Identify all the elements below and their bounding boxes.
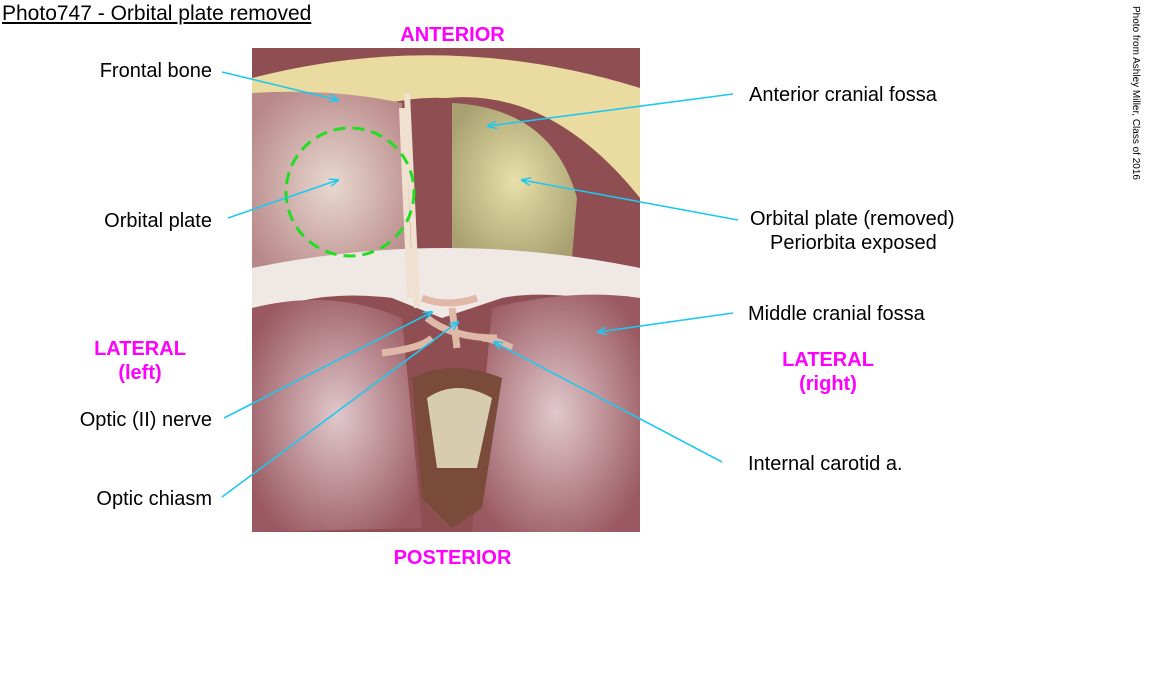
figure-title: Photo747 - Orbital plate removed [2,2,312,25]
photo-credit: Photo from Ashley Miller, Class of 2016 [1130,6,1141,180]
arrow-anterior-cranial-fossa [488,93,734,126]
label-internal-carotid: Internal carotid a. [748,453,903,475]
label-optic-chiasm: Optic chiasm [96,488,212,510]
label-orbital-plate: Orbital plate [104,210,212,232]
label-orbital-plate-removed: Orbital plate (removed) [750,208,955,230]
arrow-middle-cranial-fossa [598,312,734,332]
arrow-optic-chiasm [221,322,458,498]
label-middle-cranial-fossa: Middle cranial fossa [748,303,925,325]
direction-lateral-left: LATERAL (left) [70,337,210,385]
direction-lateral-right: LATERAL (right) [758,348,898,396]
label-anterior-cranial-fossa: Anterior cranial fossa [749,84,937,106]
orbital-plate-highlight-circle [284,126,416,258]
arrow-optic-nerve [223,312,432,419]
label-frontal-bone: Frontal bone [99,60,212,82]
label-optic-nerve: Optic (II) nerve [79,409,212,431]
arrow-internal-carotid [494,342,723,463]
lateral-left-sub: (left) [118,362,162,384]
direction-posterior: POSTERIOR [393,547,512,569]
lateral-right-label: LATERAL [782,349,874,371]
arrow-orbital-plate-removed [522,180,739,221]
label-periorbita-exposed: Periorbita exposed [770,232,937,254]
lateral-left-label: LATERAL [94,338,186,360]
lateral-right-sub: (right) [799,373,857,395]
direction-anterior: ANTERIOR [400,24,505,46]
arrow-orbital-plate [227,180,338,219]
arrow-frontal-bone [221,71,338,100]
